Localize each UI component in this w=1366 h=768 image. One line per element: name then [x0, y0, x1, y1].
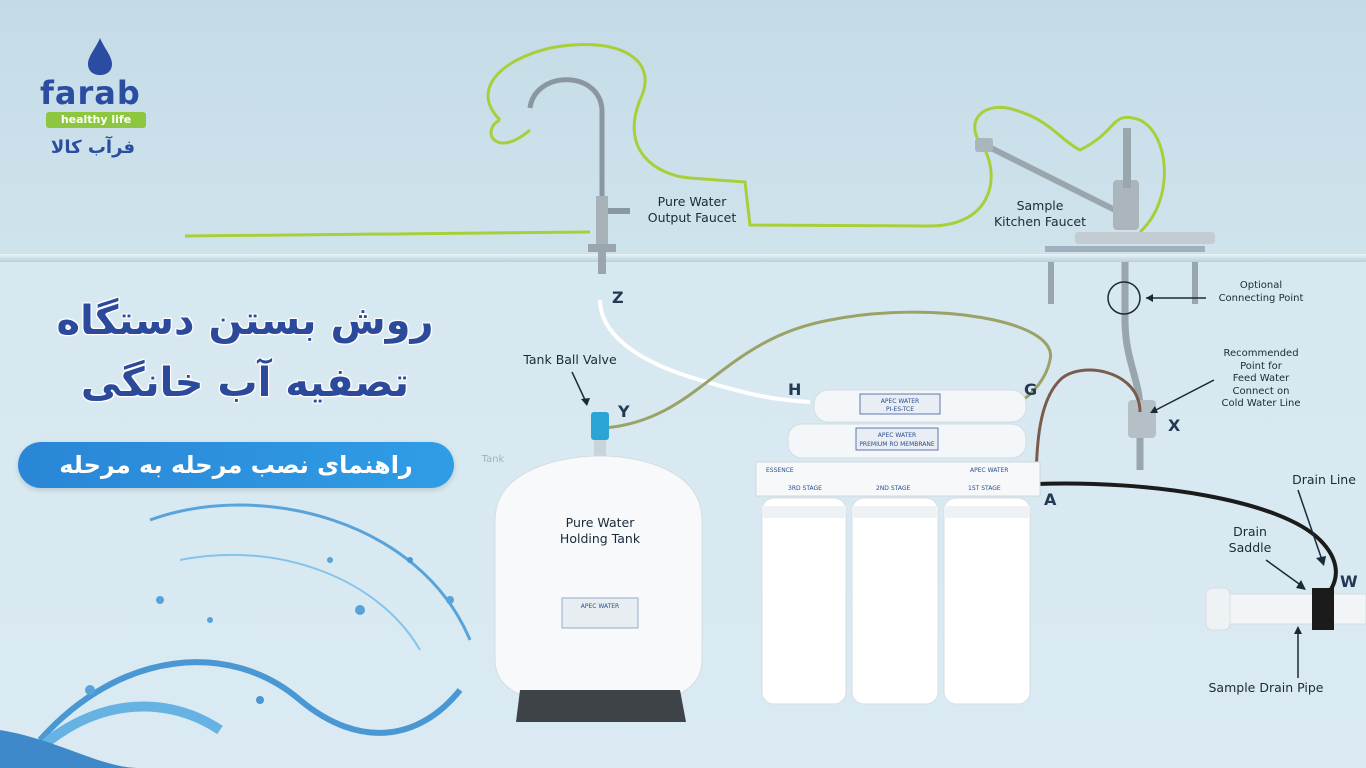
water-drop-icon — [88, 38, 112, 75]
label-line: Optional — [1239, 280, 1283, 291]
countertop-edge — [0, 254, 1366, 262]
label-line: Drain — [1233, 524, 1267, 539]
label-line: Kitchen Faucet — [993, 213, 1087, 229]
membrane-housing-top: APEC WATER PI-ES-TCE — [813, 389, 1027, 423]
pure-water-tank: APEC WATER — [494, 412, 703, 722]
point-x-label: X — [1168, 416, 1181, 435]
feed-water-tube — [1034, 368, 1142, 491]
apec-label-tank: APEC WATER — [581, 603, 619, 610]
label-tank-ball-valve: Tank Ball Valve — [523, 352, 617, 367]
label-pure-water-faucet: Pure Water Output Faucet — [632, 194, 752, 225]
mounting-bracket — [755, 461, 1041, 497]
apec-label-bracket: APEC WATER — [970, 467, 1008, 474]
headline-line-1: روش بستن دستگاه — [56, 298, 434, 344]
label-line: Connect on — [1232, 385, 1290, 397]
point-z-label: Z — [612, 288, 624, 307]
label-line: Holding Tank — [559, 530, 641, 546]
water-splash — [0, 503, 472, 768]
green-outline-curve — [489, 118, 531, 145]
label-pure-water-tank: Pure Water Holding Tank — [540, 515, 660, 546]
label-line: Recommended — [1223, 348, 1299, 359]
brand-logo-wordmark: farab — [40, 74, 141, 112]
drain-pipe — [1205, 587, 1366, 631]
apec-label-top: APEC WATER — [881, 398, 919, 405]
label-line: Pure Water — [565, 515, 635, 530]
label-line: Output Faucet — [647, 209, 737, 225]
optional-connecting-point-marker — [1107, 281, 1141, 315]
label-line: Cold Water Line — [1221, 398, 1301, 409]
membrane-label: PREMIUM RO MEMBRANE — [859, 441, 935, 448]
label-line: Saddle — [1228, 539, 1272, 555]
membrane-housing-bottom: APEC WATER PREMIUM RO MEMBRANE — [787, 423, 1027, 459]
point-g-label: G — [1024, 380, 1038, 399]
filter-canisters — [761, 497, 1031, 705]
pure-water-faucet-icon — [527, 77, 630, 274]
point-h-label: H — [788, 380, 802, 399]
point-w-label: W — [1340, 572, 1358, 591]
label-sample-drain-pipe: Sample Drain Pipe — [1208, 680, 1324, 695]
point-y-label: Y — [618, 402, 630, 421]
label-recommended-point: Recommended Point for Feed Water Connect… — [1206, 348, 1316, 411]
tube-z-to-h — [598, 299, 811, 404]
label-tank-faded: Tank — [481, 454, 505, 465]
essence-label: ESSENCE — [766, 467, 794, 474]
headline-line-2: تصفیه آب خانگی — [80, 360, 410, 406]
membrane-model: PI-ES-TCE — [886, 406, 914, 413]
label-line: Pure Water — [657, 194, 727, 209]
drain-line-tube — [1035, 481, 1338, 598]
label-optional-connecting-point: Optional Connecting Point — [1206, 280, 1316, 305]
label-line: Connecting Point — [1218, 292, 1304, 304]
stage-2-label: 2ND STAGE — [876, 485, 910, 492]
stage-3-label: 3RD STAGE — [788, 485, 822, 492]
label-sample-kitchen-faucet: Sample Kitchen Faucet — [980, 198, 1100, 229]
label-drain-saddle: Drain Saddle — [1220, 524, 1280, 555]
brand-name-persian: فرآب کالا — [50, 137, 136, 158]
green-outline-left — [184, 43, 1166, 238]
point-a-label: A — [1044, 490, 1057, 509]
kitchen-faucet-icon — [975, 128, 1215, 304]
label-line: Feed Water — [1232, 373, 1290, 384]
label-line: Sample — [1016, 198, 1064, 213]
subtitle-pill: راهنمای نصب مرحله به مرحله — [18, 442, 454, 488]
label-line: Point for — [1240, 360, 1282, 372]
label-drain-line: Drain Line — [1292, 472, 1356, 487]
apec-label-bottom: APEC WATER — [878, 432, 916, 439]
cold-water-line — [1121, 262, 1144, 470]
stage-1-label: 1ST STAGE — [968, 485, 1001, 492]
brand-tagline: healthy life — [46, 112, 146, 128]
tube-y-to-g — [603, 310, 1052, 430]
